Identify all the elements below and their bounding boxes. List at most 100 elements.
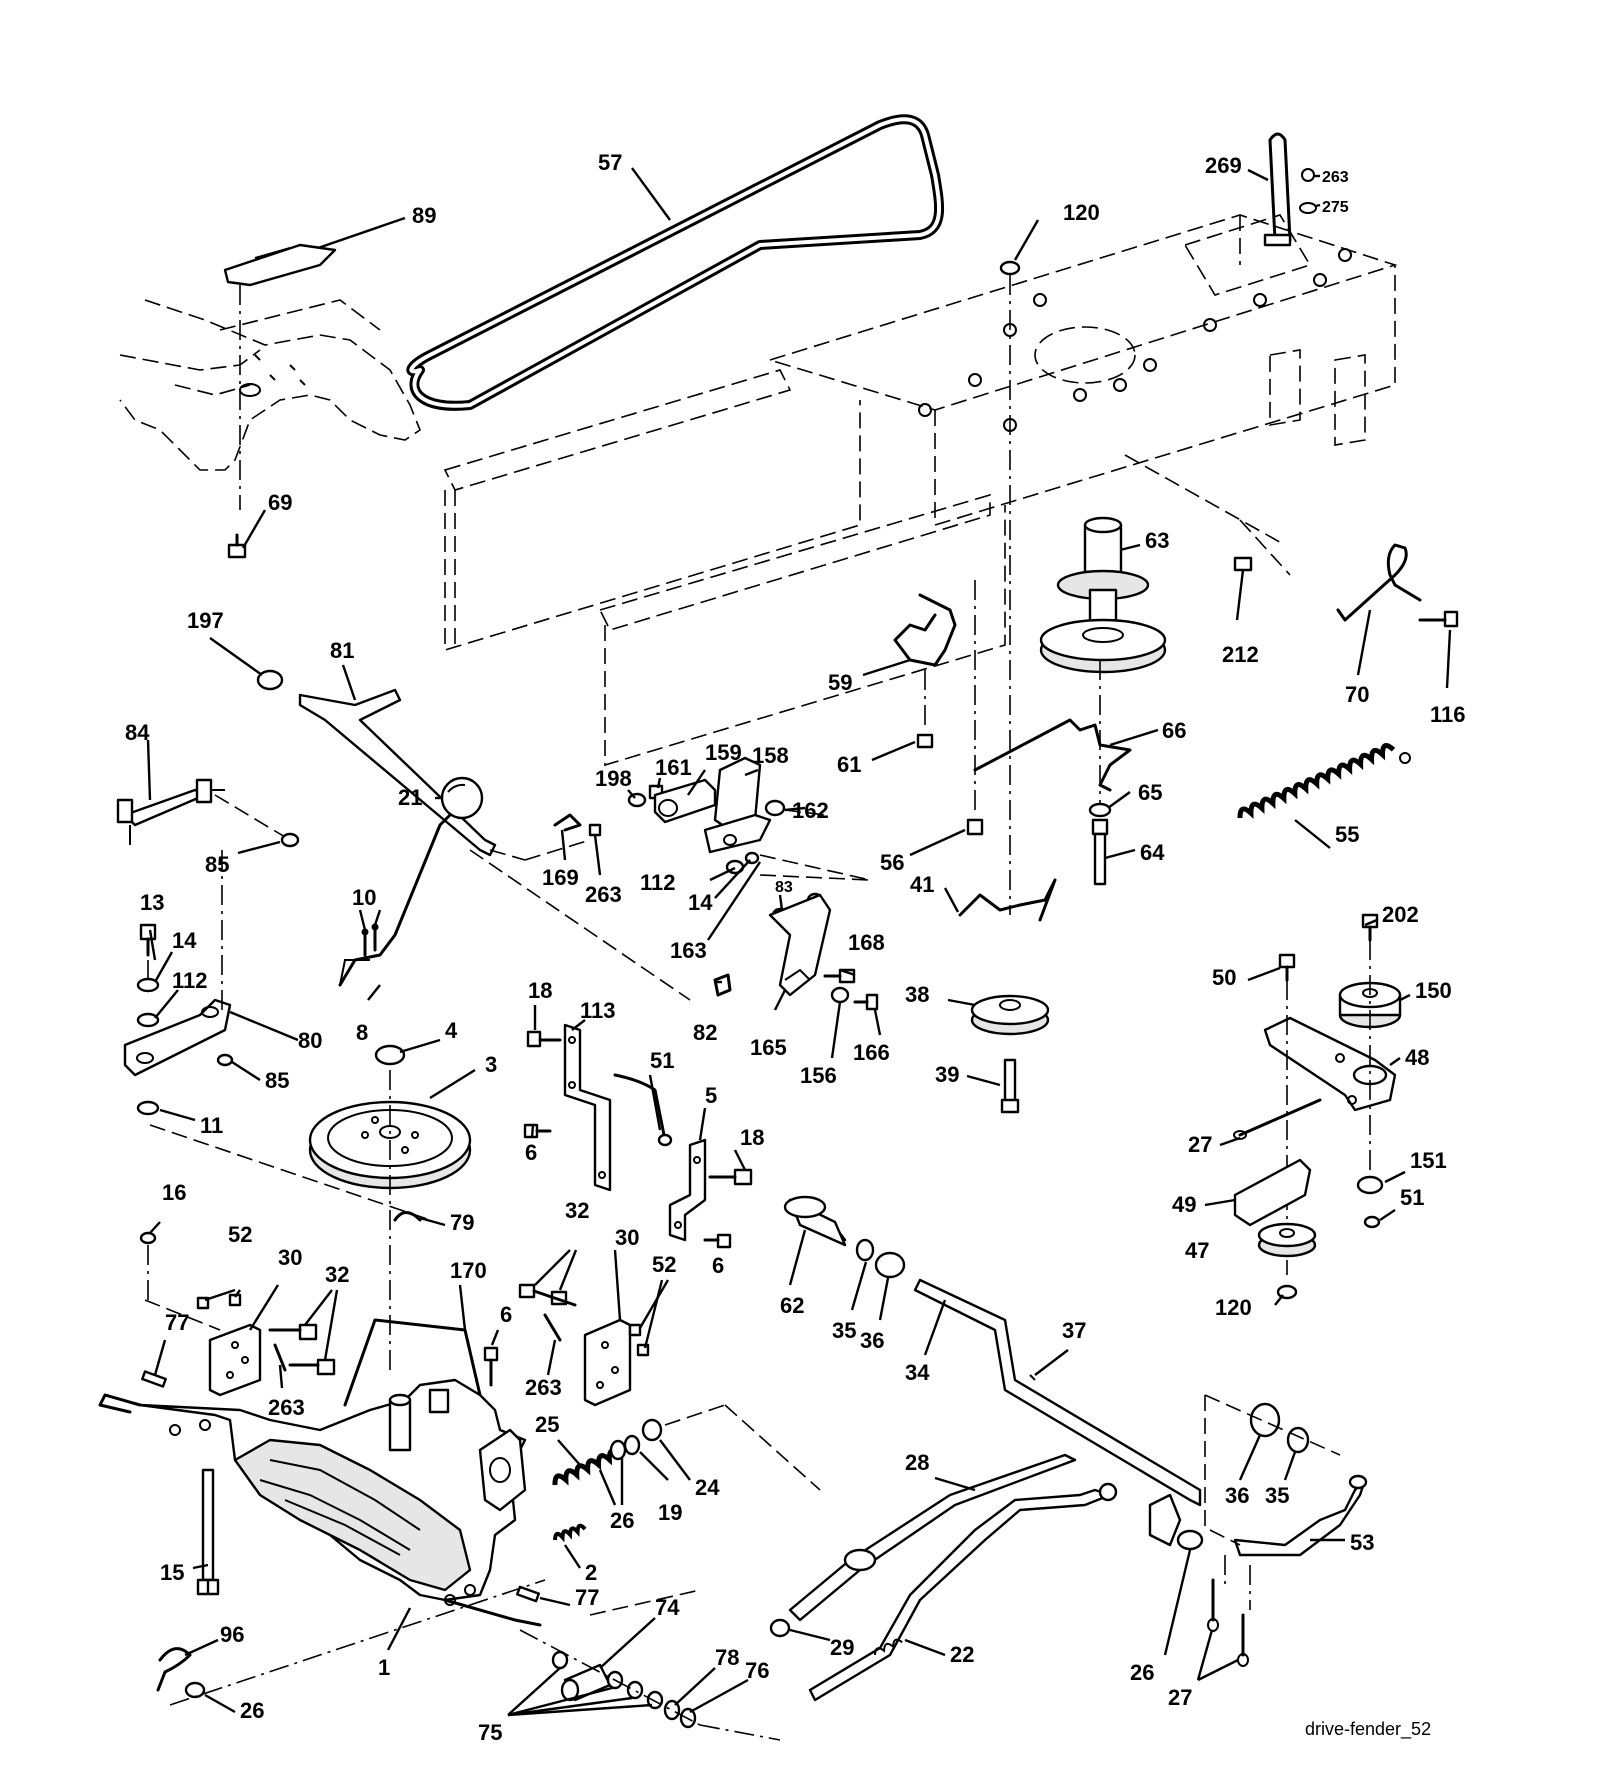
pulley-38 [970,994,1050,1036]
callout-27-a: 27 [1188,1132,1212,1157]
callout-26-a: 26 [610,1508,634,1533]
bolt-116 [1418,610,1459,628]
callout-59: 59 [828,670,852,695]
callout-52-b: 52 [652,1252,676,1277]
rod-41 [958,878,1057,922]
clip-169 [553,813,582,832]
nut-120-top [999,260,1021,915]
nut-85-b [216,1053,234,1067]
callout-57: 57 [598,150,622,175]
diagram-caption: drive-fender_52 [1305,1719,1431,1740]
cover-plate [223,243,337,287]
callout-197: 197 [187,608,224,633]
callout-1: 1 [378,1655,390,1680]
callout-161: 161 [655,755,692,780]
bracket-30-a [208,1323,262,1397]
callout-25: 25 [535,1412,559,1437]
callout-82: 82 [693,1020,717,1045]
lever-84 [116,778,225,845]
callout-156: 156 [800,1063,837,1088]
cable-51 [613,1073,667,1142]
callout-55: 55 [1335,822,1359,847]
callout-116: 116 [1430,702,1466,727]
callout-22: 22 [950,1642,974,1667]
callout-34: 34 [905,1360,930,1385]
callout-62: 62 [780,1293,804,1318]
callout-81: 81 [330,638,354,663]
bolt-263-b [588,823,602,837]
washer-26-c [184,1681,206,1699]
callout-6-b: 6 [712,1253,724,1278]
nut-212 [1233,556,1253,572]
callout-18-b: 18 [740,1125,764,1150]
callout-5: 5 [705,1083,717,1108]
nut-16 [139,1231,157,1245]
callout-4: 4 [445,1018,458,1043]
callout-151: 151 [1410,1148,1447,1173]
washer-112-b [136,1012,160,1028]
leader-lines [146,167,1452,1717]
callout-26-b: 26 [1130,1660,1154,1685]
callout-150: 150 [1415,978,1452,1003]
callout-263-b: 263 [585,882,622,907]
key-77-a [141,1370,167,1388]
rod-70 [1336,543,1422,622]
callout-89: 89 [412,203,436,228]
rod-22 [808,1488,1112,1702]
callout-35-a: 35 [832,1318,856,1343]
callout-78: 78 [715,1645,739,1670]
callout-19: 19 [658,1500,682,1525]
callout-166: 166 [853,1040,890,1065]
bracket-group-159 [627,756,786,854]
spring-2 [553,1523,587,1543]
plate-80 [123,998,232,1077]
spring-263-d [543,1313,562,1342]
callout-96: 96 [220,1622,244,1647]
callout-263-c: 263 [268,1395,305,1420]
callout-76: 76 [745,1658,769,1683]
bracket-49 [1233,1158,1312,1227]
callout-26-c: 26 [240,1698,264,1723]
callout-14-a: 14 [688,890,713,915]
bracket-59 [893,593,957,667]
pulley-63 [1039,516,1167,674]
washer-36-a [874,1251,906,1279]
bolt-18-a [526,1030,562,1048]
key-77-b [516,1585,540,1603]
callout-64: 64 [1140,840,1165,865]
callout-16: 16 [162,1180,186,1205]
callout-80: 80 [298,1028,322,1053]
snap-ring-4 [374,1044,406,1066]
callout-170: 170 [450,1258,487,1283]
callout-70: 70 [1345,682,1369,707]
callout-65: 65 [1138,780,1162,805]
callout-32-a: 32 [325,1262,349,1287]
clip-96 [156,1647,192,1692]
bracket-5 [668,1138,707,1242]
callout-162: 162 [792,798,829,823]
callout-10: 10 [352,885,376,910]
callout-165: 165 [750,1035,787,1060]
callout-labels: 57 89 69 120 269 263 275 63 212 70 116 1… [125,150,1466,1745]
callout-37: 37 [1062,1318,1086,1343]
bolt-6-a [523,1123,552,1139]
bolt-61 [916,733,934,749]
bracket-269 [1263,132,1317,247]
callout-158: 158 [752,743,789,768]
callout-11: 11 [200,1113,223,1138]
washer-26-a [609,1439,627,1461]
callout-14-b: 14 [172,928,197,953]
pins-27-b [1207,1578,1249,1667]
rod-34-37 [913,1278,1202,1507]
rod-66 [973,718,1132,792]
callout-36-a: 36 [860,1328,884,1353]
callout-56: 56 [880,850,904,875]
callout-168: 168 [848,930,885,955]
callout-63: 63 [1145,528,1169,553]
callout-163: 163 [670,938,707,963]
callout-120-bottom: 120 [1215,1295,1252,1320]
washer-35-b [1286,1426,1310,1454]
bushing-150 [1338,981,1402,1029]
callout-202: 202 [1382,902,1419,927]
bolt-56 [966,818,984,836]
